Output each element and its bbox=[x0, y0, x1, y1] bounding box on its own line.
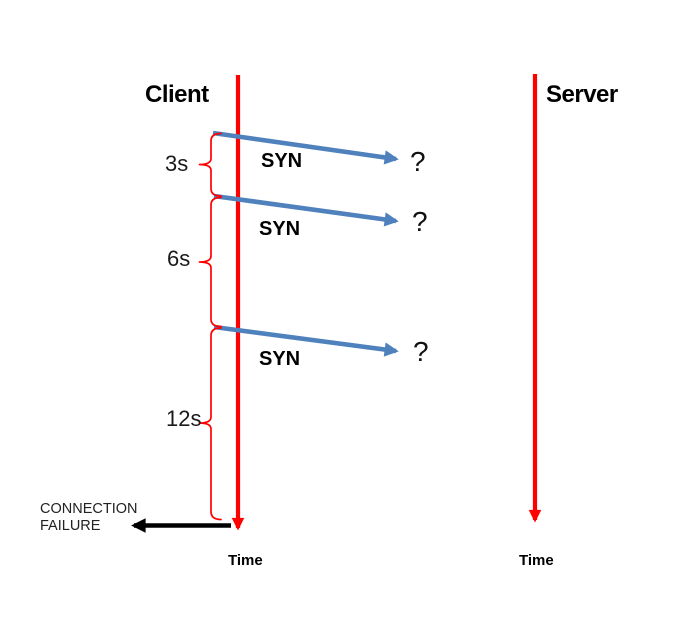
syn-arrow-1 bbox=[212, 130, 399, 165]
timeout-label-3s: 3s bbox=[165, 151, 189, 176]
connection-failure-label: CONNECTION FAILURE bbox=[40, 501, 138, 534]
timeout-label-6s: 6s bbox=[167, 246, 191, 271]
syn-label-3: SYN bbox=[259, 348, 301, 370]
question-mark-3: ? bbox=[413, 336, 429, 367]
syn-label-2: SYN bbox=[259, 218, 301, 240]
client-time-label: Time bbox=[228, 552, 263, 569]
server-label: Server bbox=[546, 81, 618, 108]
timeout-brace-12s bbox=[198, 327, 222, 521]
timeout-brace-3s bbox=[198, 132, 222, 197]
syn-arrow-2 bbox=[213, 193, 399, 227]
syn-label-1: SYN bbox=[261, 150, 303, 172]
server-time-label: Time bbox=[519, 552, 554, 569]
timeout-label-12s: 12s bbox=[166, 406, 202, 431]
question-mark-1: ? bbox=[410, 146, 426, 177]
timeout-brace-6s bbox=[198, 196, 222, 328]
question-mark-2: ? bbox=[412, 206, 428, 237]
client-label: Client bbox=[145, 81, 209, 108]
syn-arrow-3 bbox=[213, 324, 399, 357]
